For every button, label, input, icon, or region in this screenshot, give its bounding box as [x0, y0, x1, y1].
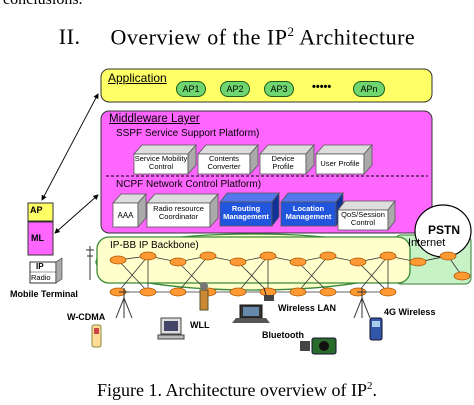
sspf-user-profile: User Profile: [320, 159, 360, 168]
bluetooth-label: Bluetooth: [262, 330, 304, 340]
ap-1: AP1: [176, 81, 206, 97]
mt-ap-block: [27, 202, 54, 222]
figure-caption: Figure 1. Architecture overview of IP2.: [0, 380, 474, 401]
ncpf-routing-management: Routing Management: [223, 204, 269, 222]
ap-2: AP2: [220, 81, 250, 97]
antenna-icon: [86, 246, 94, 280]
wlan-access-point-icon: [263, 287, 274, 301]
wireless-lan-label: Wireless LAN: [278, 303, 336, 313]
caption-text: Figure 1. Architecture overview of IP: [97, 380, 367, 400]
sspf-boxes: [133, 143, 373, 176]
caption-suffix: .: [372, 380, 377, 400]
mt-radio-label: Radio: [31, 273, 51, 282]
internet-label: Internet: [408, 237, 446, 249]
ap-ellipsis: •••••: [312, 81, 332, 93]
application-label: Application: [108, 71, 167, 85]
ncpf-location-management: Location Management: [285, 204, 332, 222]
wcdma-tower-icon: [115, 288, 133, 319]
sspf-label: SSPF Service Support Platform): [116, 128, 260, 139]
routers: [109, 251, 471, 297]
mt-ap-label: AP: [30, 205, 43, 215]
arrow-mt-to-application: [41, 93, 99, 201]
ap-n: APn: [353, 81, 385, 97]
mobile-terminal-label: Mobile Terminal: [10, 289, 78, 299]
wireless-lan-laptop-icon: [232, 304, 270, 323]
arrow-mt-to-middleware: [54, 194, 99, 234]
mt-ml-block: [27, 221, 54, 256]
cut-off-text: conclusions.: [3, 0, 83, 9]
section-title: Overview of the IP: [110, 24, 288, 50]
wcdma-label: W-CDMA: [67, 312, 106, 322]
section-title-superscript: 2: [287, 24, 295, 39]
wll-label: WLL: [190, 320, 210, 330]
ncpf-aaa: AAA: [117, 211, 134, 220]
ncpf-label: NCPF Network Control Platform): [116, 179, 262, 190]
middleware-label: Middleware Layer: [109, 113, 200, 125]
pstn-label: PSTN: [428, 223, 461, 237]
section-heading: II. Overview of the IP2 Architecture: [0, 24, 474, 50]
4g-wireless-label: 4G Wireless: [384, 307, 436, 317]
sspf-contents-converter: Contents Converter: [207, 154, 241, 172]
ncpf-boxes: [112, 191, 396, 232]
4g-tower-icon: [353, 288, 371, 319]
ncpf-radio-resource-coordinator: Radio resource Coordinator: [153, 204, 204, 222]
sspf-device-profile: Device Profile: [271, 154, 295, 172]
bluetooth-camera-icon: [300, 337, 337, 355]
wll-antenna-icon: [199, 282, 209, 311]
section-number: II.: [58, 24, 81, 50]
mt-ml-label: ML: [31, 233, 44, 243]
ncpf-qos-session-control: QoS/Session Control: [341, 210, 385, 228]
4g-phone-icon: [369, 317, 383, 341]
backbone-label: IP-BB IP Backbone): [110, 240, 199, 251]
wll-computer-icon: [157, 317, 185, 340]
sspf-service-mobility-control: Service Mobility Control: [134, 154, 188, 172]
ap-3: AP3: [264, 81, 294, 97]
section-title-suffix: Architecture: [294, 24, 416, 50]
caption-superscript: 2: [366, 380, 373, 392]
mt-ip-label: IP: [36, 262, 44, 271]
